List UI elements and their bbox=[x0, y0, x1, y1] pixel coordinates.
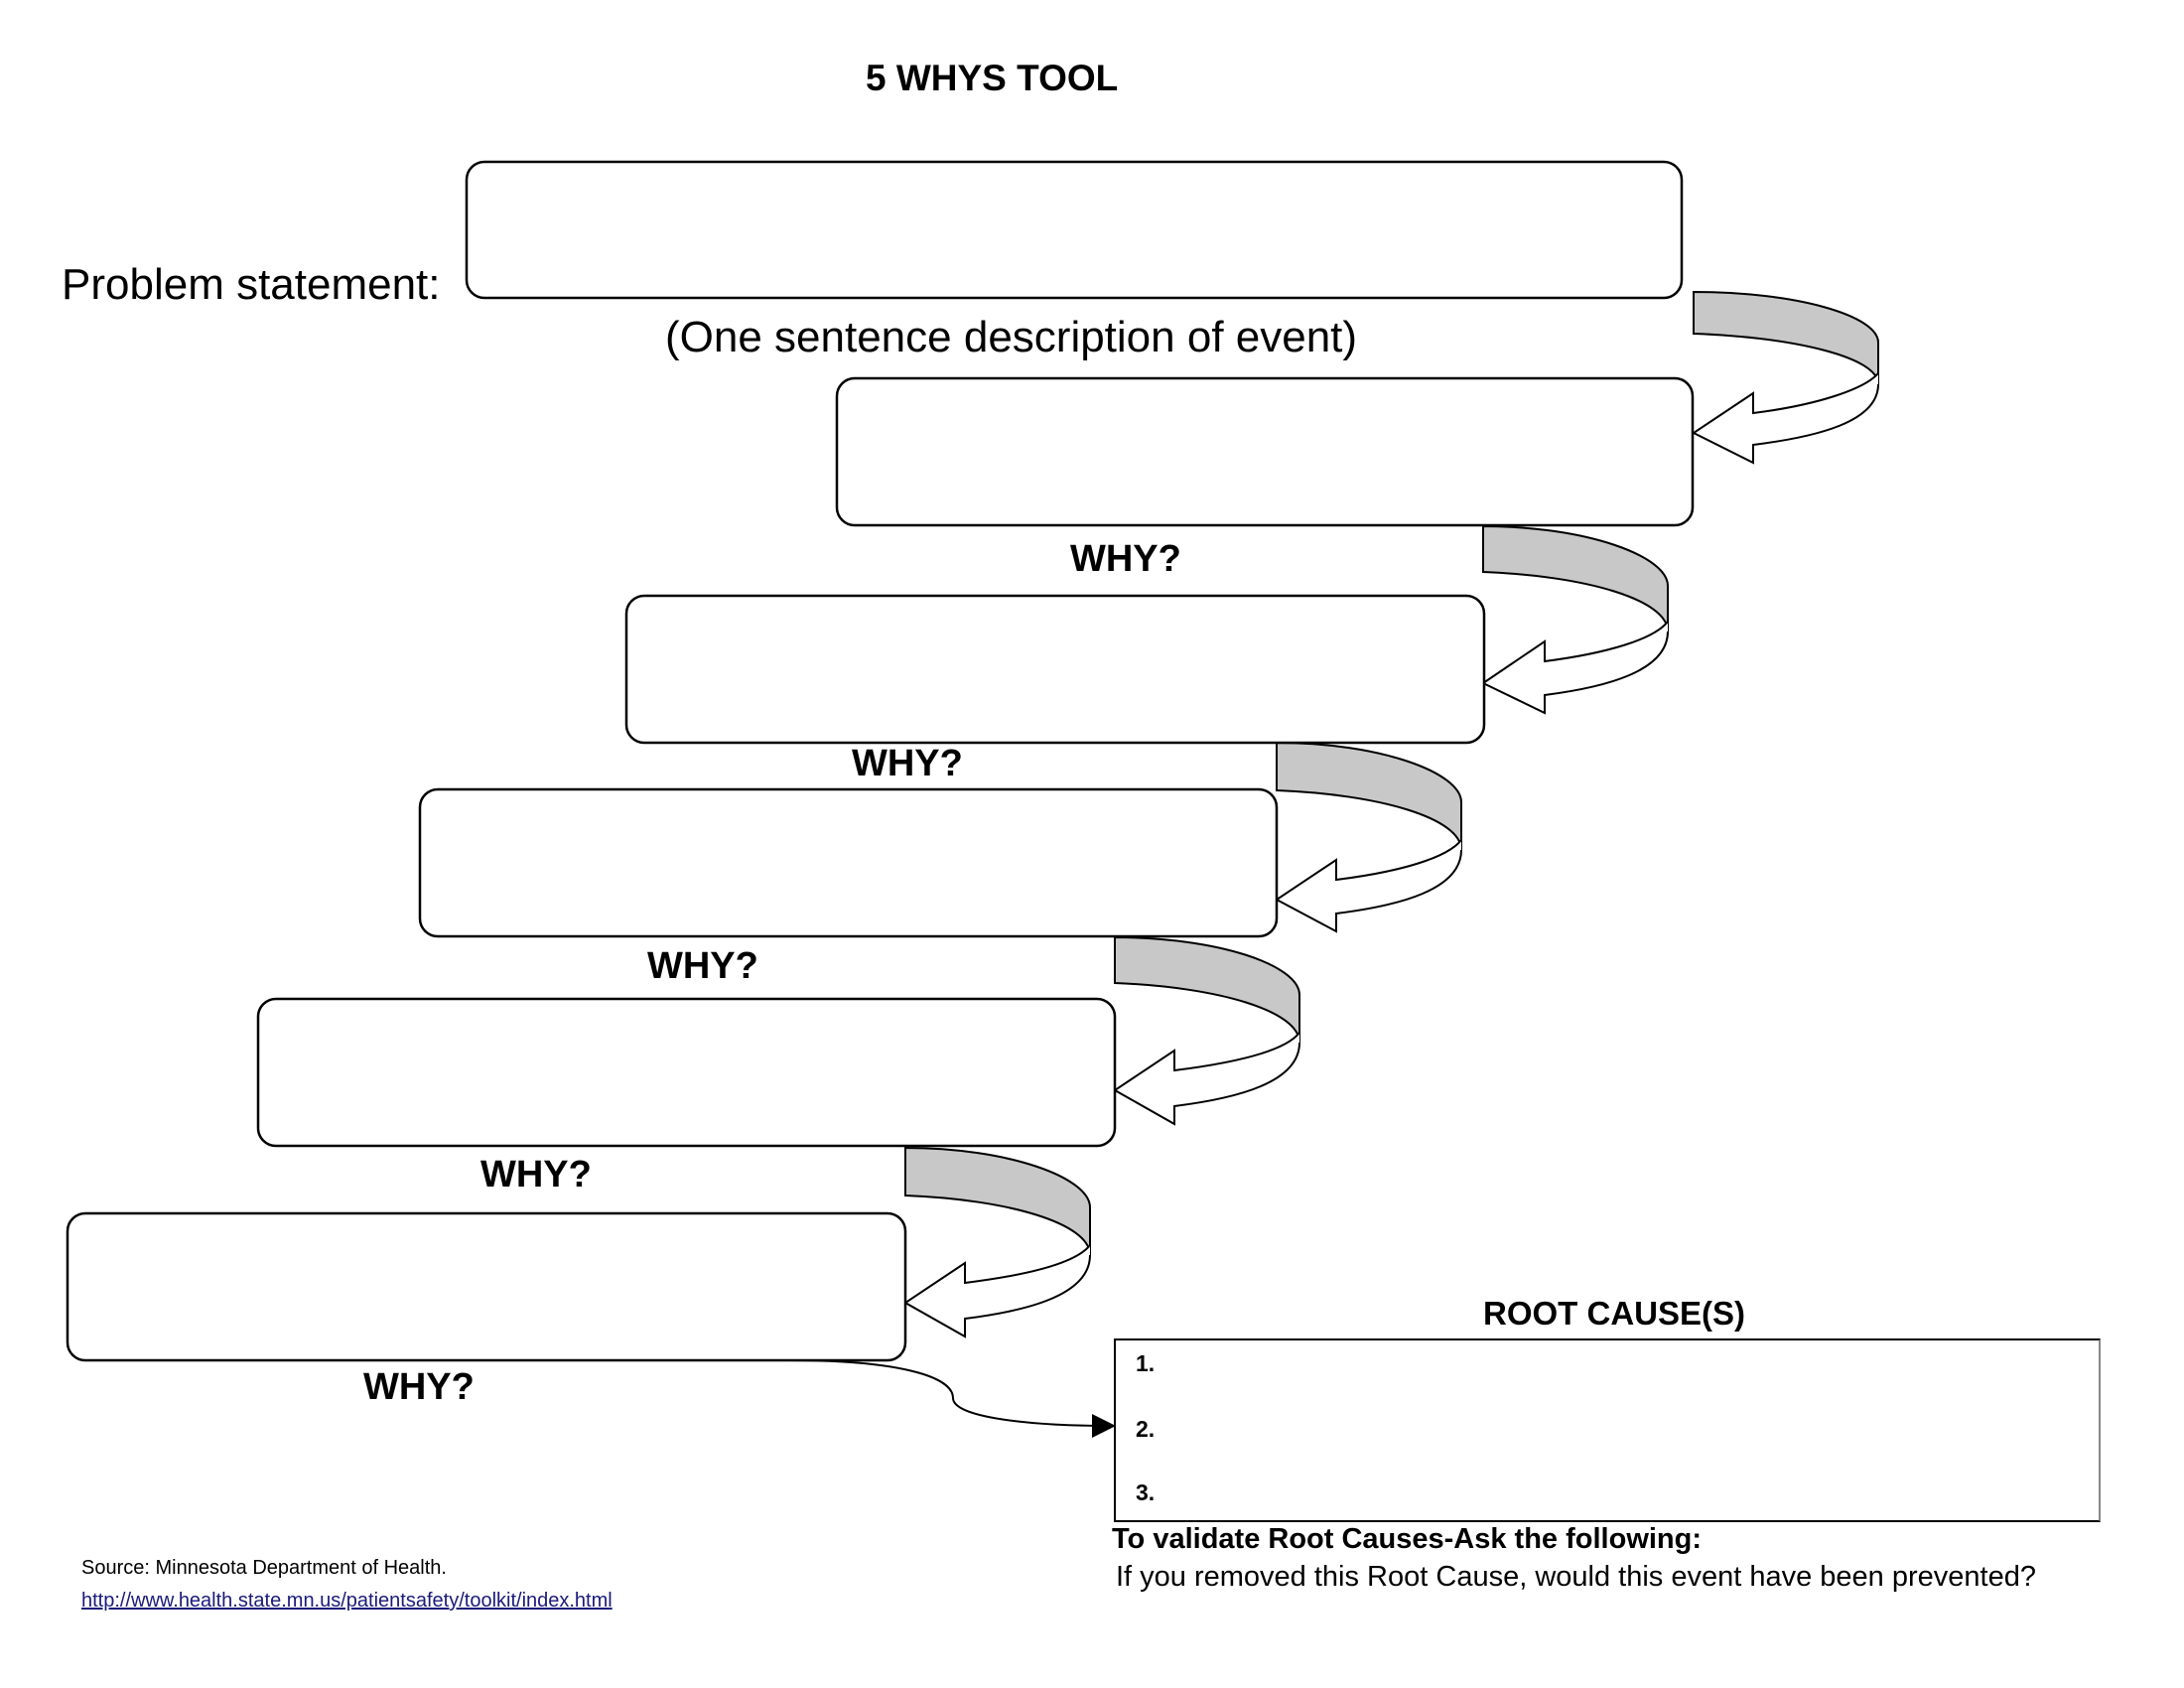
why-label-2: WHY? bbox=[852, 743, 963, 784]
root-cause-connector bbox=[789, 1359, 1116, 1438]
source-text: Source: Minnesota Department of Health. bbox=[81, 1557, 447, 1579]
why-label-4: WHY? bbox=[480, 1154, 592, 1196]
why-box-5[interactable] bbox=[66, 1211, 907, 1362]
root-cause-title: ROOT CAUSE(S) bbox=[1483, 1295, 1745, 1332]
why-box-3[interactable] bbox=[418, 787, 1279, 938]
source-link[interactable]: http://www.health.state.mn.us/patientsaf… bbox=[81, 1590, 613, 1612]
why-box-4[interactable] bbox=[256, 997, 1117, 1148]
curved-arrow-4 bbox=[1113, 935, 1300, 1126]
curved-arrow-1 bbox=[1692, 290, 1879, 465]
curved-arrow-2 bbox=[1481, 524, 1669, 715]
why-box-2[interactable] bbox=[624, 594, 1486, 745]
curved-arrow-5 bbox=[903, 1146, 1091, 1338]
validate-question: If you removed this Root Cause, would th… bbox=[1116, 1561, 2036, 1593]
problem-statement-hint: (One sentence description of event) bbox=[665, 313, 1358, 361]
problem-statement-box[interactable] bbox=[465, 160, 1684, 300]
page-title: 5 WHYS TOOL bbox=[866, 58, 1119, 98]
root-cause-item-2[interactable]: 2. bbox=[1136, 1416, 1156, 1442]
problem-statement-label: Problem statement: bbox=[62, 260, 441, 309]
why-box-1[interactable] bbox=[835, 376, 1695, 527]
root-cause-item-3[interactable]: 3. bbox=[1136, 1479, 1156, 1505]
validate-title: To validate Root Causes-Ask the followin… bbox=[1112, 1523, 1703, 1555]
root-cause-box[interactable]: 1. 2. 3. bbox=[1114, 1338, 2101, 1522]
root-cause-item-1[interactable]: 1. bbox=[1136, 1350, 1156, 1376]
why-label-5: WHY? bbox=[363, 1366, 475, 1408]
why-label-1: WHY? bbox=[1070, 538, 1181, 580]
why-label-3: WHY? bbox=[647, 945, 758, 987]
curved-arrow-3 bbox=[1275, 741, 1462, 933]
